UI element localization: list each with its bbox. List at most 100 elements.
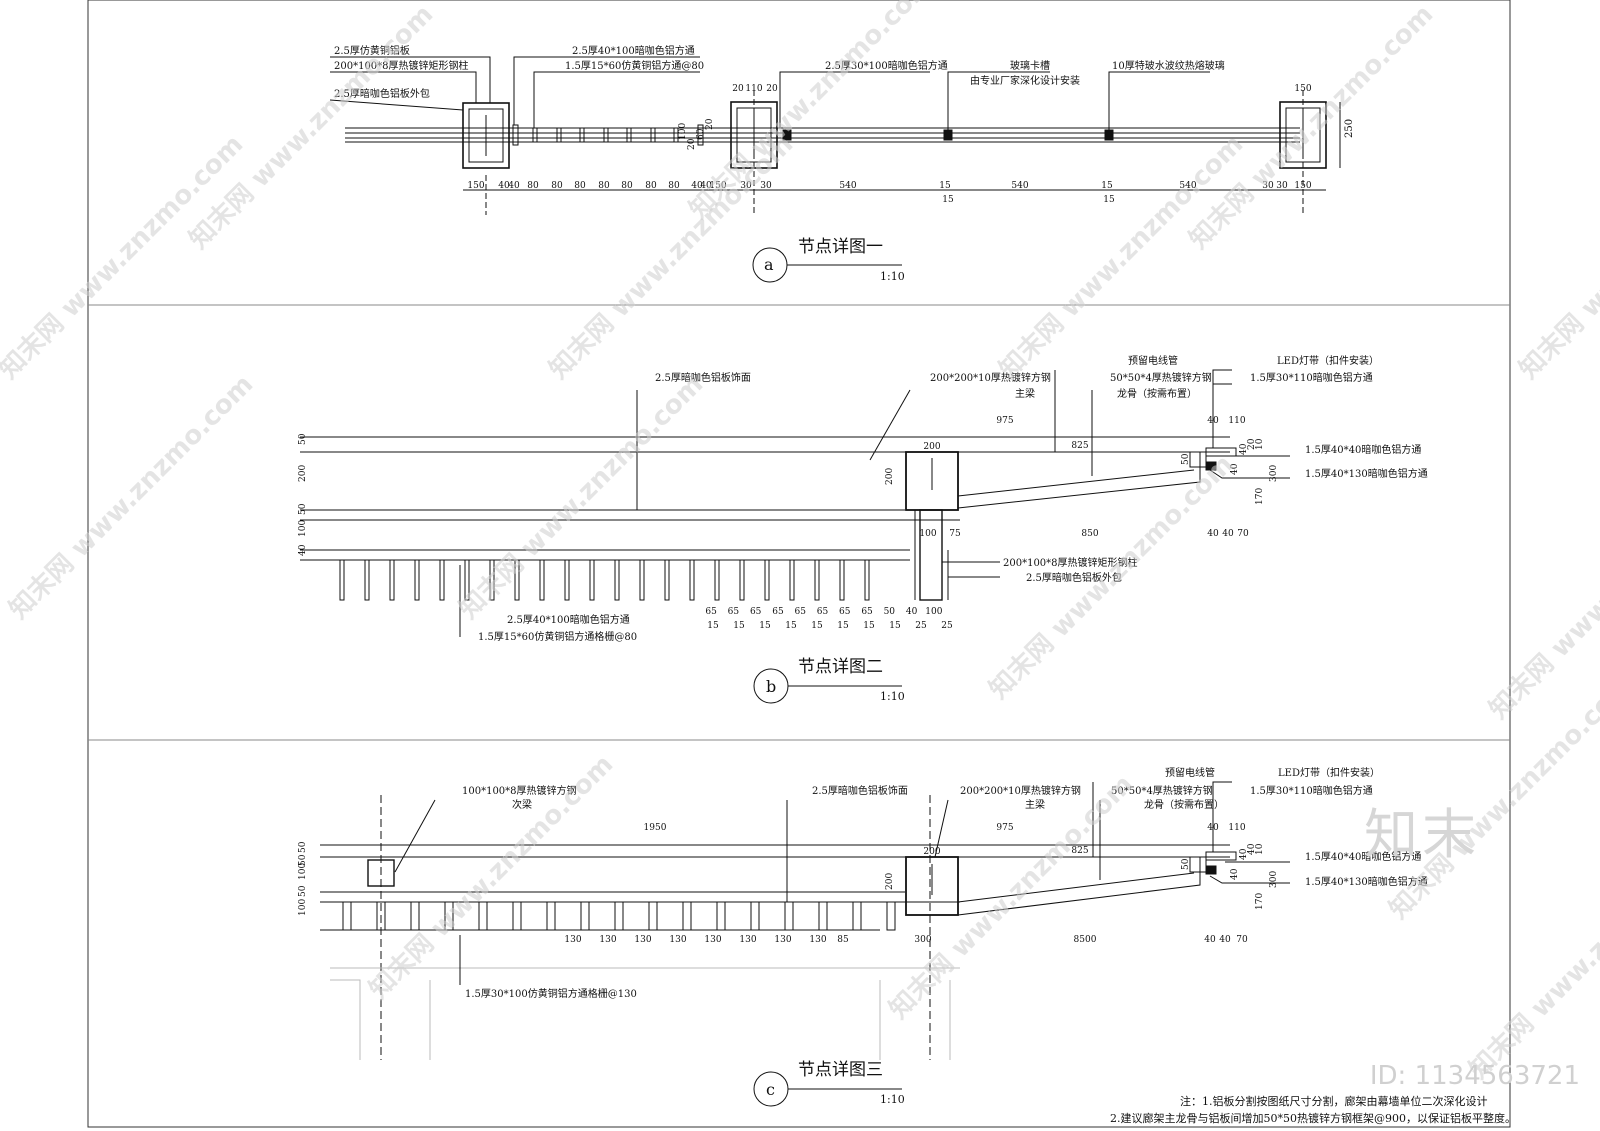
dim-b-right: 40 [1230, 463, 1240, 475]
dim-c-left: 100 [298, 863, 308, 880]
dim-a-bottom: 30 [740, 181, 752, 191]
label-c-7: 50*50*4厚热镀锌方钢 [1111, 784, 1213, 797]
dim-b-right: 300 [1269, 465, 1279, 482]
dim-b-right: 40 [1239, 443, 1249, 455]
label-b-1: 2.5厚暗咖色铝板饰面 [655, 371, 751, 384]
dim-b-bottom2: 15 [707, 621, 719, 631]
grille-slat-b [839, 559, 845, 601]
dim-a-bottom: 80 [645, 181, 657, 191]
site-watermark: 知末网 www.znzmo.com [1184, 0, 1439, 255]
detail-c-text: 100*100*8厚热镀锌方钢 次梁 2.5厚暗咖色铝板饰面 200*200*1… [298, 766, 1516, 1125]
dim-a-bottom: 540 [839, 181, 856, 191]
dim-c-right: 40 [1230, 868, 1240, 880]
grille-slat-b [589, 559, 595, 601]
sheet-border [87, 0, 1511, 1128]
dim-b-bottom2: 15 [733, 621, 745, 631]
scale-a: 1:10 [880, 270, 905, 283]
dim-b-mid: 40 [1207, 529, 1219, 539]
grille-slat-b [614, 559, 620, 601]
dim-a-bottom: 30 [1262, 181, 1274, 191]
detail-b-text: 2.5厚暗咖色铝板饰面 200*200*10厚热镀锌方钢 主梁 预留电线管 50… [298, 354, 1428, 703]
label-a-6: 2.5厚30*100暗咖色铝方通 [825, 59, 948, 72]
grille-slat-b [414, 559, 420, 601]
document-id: ID: 1134563721 [1369, 1061, 1580, 1091]
grille-slat-c [512, 901, 522, 931]
dim-a-bottom: 80 [551, 181, 563, 191]
dim-b-right: 50 [1181, 453, 1191, 465]
title-c: 节点详图三 [798, 1060, 883, 1080]
grille-slat-c [852, 901, 862, 931]
note-2: 2.建议廊架主龙骨与铝板间增加50*50热镀锌方钢框架@900，以保证铝板平整度… [1110, 1111, 1516, 1125]
dim-c-bottom: 8500 [1074, 935, 1097, 945]
dim-b-bottom: 50 [884, 607, 896, 617]
dim-a-bottom: 40 [498, 181, 510, 191]
grille-slat-b [714, 559, 720, 601]
label-c-12: 1.5厚40*130暗咖色铝方通 [1305, 875, 1428, 888]
dim-b-bottom: 65 [705, 607, 717, 617]
label-b-6: 龙骨（按需布置） [1117, 387, 1197, 400]
dim-a-bottom: 30 [760, 181, 772, 191]
grille-slat-c [410, 901, 420, 931]
detail-a-text: 2.5厚仿黄铜铝板 200*100*8厚热镀锌矩形钢柱 2.5厚暗咖色铝板外包 … [334, 44, 1355, 283]
label-c-10: 1.5厚30*110暗咖色铝方通 [1250, 784, 1373, 797]
dim-c-top: 1950 [644, 823, 667, 833]
site-watermark: 知末网 www.znzmo.com [1464, 829, 1600, 1084]
dim-a-bottom: 40 [700, 181, 712, 191]
dim-b-bottom: 65 [817, 607, 829, 617]
dim-c-right: 10 [1255, 843, 1265, 855]
grille-slat-b [739, 559, 745, 601]
detail-a [329, 56, 1341, 283]
label-a-9: 10厚特玻水波纹热熔玻璃 [1112, 59, 1225, 72]
dim-a-side: 250 [1344, 119, 1355, 138]
dim-b-bottom2: 15 [759, 621, 771, 631]
grille-slat-c [784, 901, 794, 931]
grille-slat-c [580, 901, 590, 931]
grille-slat-b [339, 559, 345, 601]
dim-b-bottom2: 15 [785, 621, 797, 631]
label-a-3: 2.5厚暗咖色铝板外包 [334, 87, 430, 100]
label-a-5: 1.5厚15*60仿黄铜铝方通@80 [565, 59, 704, 72]
label-a-2: 200*100*8厚热镀锌矩形钢柱 [334, 59, 469, 72]
label-c-6: 预留电线管 [1165, 766, 1215, 779]
dim-c-right: 40 [1247, 843, 1257, 855]
dim-b-bottom2: 15 [863, 621, 875, 631]
site-watermark: 知末网 www.znzmo.com [4, 369, 259, 624]
site-watermark: 知末网 www.znzmo.com [1484, 469, 1600, 724]
grille-slat-c [546, 901, 556, 931]
dim-b-left: 100 [298, 520, 308, 537]
dim-b-mid: 70 [1237, 529, 1249, 539]
dim-c-right: 200 [885, 873, 895, 890]
label-c-5: 主梁 [1025, 798, 1045, 811]
dim-a-side: 20 [687, 138, 697, 150]
label-c-13: 1.5厚30*100仿黄铜铝方通格栅@130 [465, 987, 637, 1000]
dim-c-bottom: 130 [599, 935, 616, 945]
dim-b-left: 200 [298, 465, 308, 482]
label-c-9: LED灯带（扣件安装） [1278, 766, 1380, 779]
label-b-2: 200*200*10厚热镀锌方钢 [930, 371, 1051, 384]
dim-a-bottom: 80 [527, 181, 539, 191]
dim-a-bottom2: 15 [942, 195, 954, 205]
grille-slat-b [539, 559, 545, 601]
scale-c: 1:10 [880, 1093, 905, 1106]
dim-a-bottom: 40 [508, 181, 520, 191]
label-b-9: 1.5厚40*40暗咖色铝方通 [1305, 443, 1421, 456]
grille-slat-b [489, 559, 495, 601]
dim-c-bottom: 40 [1219, 935, 1231, 945]
dim-b-mid: 100 [919, 529, 936, 539]
site-watermark: 知末网 www.znzmo.com [184, 0, 439, 255]
dim-b-right: 200 [885, 468, 895, 485]
dim-b-bottom: 65 [839, 607, 851, 617]
title-b: 节点详图二 [798, 657, 883, 677]
dim-a-bottom: 15 [1101, 181, 1113, 191]
dim-b-bottom2: 15 [837, 621, 849, 631]
grille-slat-c [716, 901, 726, 931]
site-watermark: 知末网 www.znzmo.com [994, 129, 1249, 384]
note-1: 注：1.铝板分割按图纸尺寸分割，廊架由幕墙单位二次深化设计 [1180, 1094, 1488, 1108]
grille-slat-c [478, 901, 488, 931]
dim-a-bottom: 80 [668, 181, 680, 191]
grille-slat-b [514, 559, 520, 601]
label-b-8: 1.5厚30*110暗咖色铝方通 [1250, 371, 1373, 384]
label-a-7: 玻璃卡槽 [1010, 59, 1050, 72]
dim-b-right: 170 [1255, 488, 1265, 505]
